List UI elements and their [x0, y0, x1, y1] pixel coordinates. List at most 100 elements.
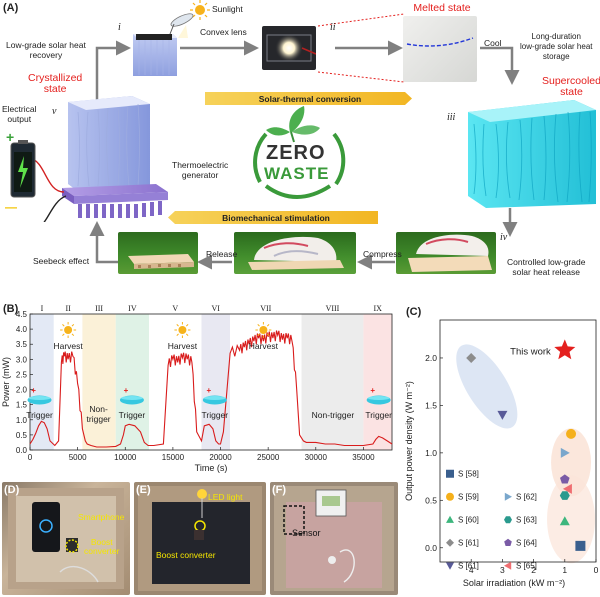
- minus-sign: —: [5, 200, 17, 214]
- panel-e-photo: [134, 482, 266, 595]
- trigger-pill-icon-plus: +: [124, 386, 129, 395]
- crystallized-state-label: Crystallized state: [28, 72, 83, 95]
- x-tick-label: 30000: [305, 453, 328, 462]
- legend-label-6: S [63]: [516, 516, 537, 525]
- data-point-0-star: [554, 339, 576, 360]
- battery-icon: [10, 140, 36, 198]
- sun-icon-ray: [176, 333, 179, 337]
- controlled-release-photo: [396, 232, 496, 274]
- x-tick-label: 0: [28, 453, 33, 462]
- sun-icon-ray: [62, 333, 65, 337]
- panel-e-label: (E): [136, 484, 151, 496]
- harvest-ii-label: Harvest: [53, 341, 83, 351]
- stage-band-V: [149, 314, 202, 450]
- trigger-pill-icon-plus: +: [31, 386, 36, 395]
- e-boost-label: Boost converter: [156, 550, 216, 560]
- wood-plate: [128, 254, 194, 269]
- y-tick-label: 1.0: [16, 416, 28, 425]
- trigger-i-label: Trigger: [26, 410, 53, 420]
- seebeck-label: Seebeck effect: [33, 256, 90, 266]
- roman-v: v: [52, 106, 57, 117]
- supercooled-state-label: Supercooled state: [542, 75, 600, 98]
- controlled-release-label: Controlled low-grade solar heat release: [507, 257, 586, 277]
- x-tick-label: 1: [562, 565, 567, 575]
- sun-icon-ray: [71, 333, 75, 337]
- melted-state-label: Melted state: [413, 2, 471, 14]
- panel-f-scene: [274, 486, 394, 591]
- y-tick-label: 2.5: [16, 370, 28, 379]
- y-tick-label: 2.0: [425, 353, 437, 363]
- melt-line: [406, 37, 474, 47]
- legend-label-7: S [64]: [516, 539, 537, 548]
- data-point-1-diamond: [466, 353, 477, 363]
- stage-band-III: [82, 314, 116, 450]
- legend-label-3: S [61]: [458, 539, 479, 548]
- data-point-5-pentagon: [560, 474, 570, 484]
- y-tick-label: 1.5: [425, 400, 437, 410]
- panel-f-label: (F): [272, 484, 287, 496]
- y-tick-label: 1.5: [16, 401, 28, 410]
- legend-label-0: S [58]: [458, 470, 479, 479]
- data-point-6-triangle-left: [562, 483, 572, 494]
- stage-label-IX: IX: [373, 304, 382, 313]
- non-trigger-iii-label-2: trigger: [87, 414, 111, 424]
- stage-label-VII: VII: [260, 304, 271, 313]
- long-duration-label: Long-duration low-grade solar heat stora…: [520, 32, 593, 61]
- stage-band-I: [30, 314, 54, 450]
- legend-marker-3: [446, 538, 454, 547]
- data-point-2-triangle-down: [497, 410, 508, 420]
- plot-frame: [439, 319, 597, 563]
- panel-e-scene: [138, 486, 262, 591]
- panel-d-photo: [2, 482, 130, 595]
- stage-label-II: II: [65, 304, 71, 313]
- trigger-pill-icon-shine: [120, 396, 143, 400]
- compress-photo: [234, 232, 356, 274]
- sunlight-label: Sunlight: [212, 4, 243, 14]
- trigger-vi-label: Trigger: [202, 410, 229, 420]
- plus-sign: +: [6, 129, 15, 145]
- data-point-4-triangle-right: [560, 447, 570, 458]
- electrical-output-label: Electrical output: [2, 104, 37, 124]
- sun-icon: [64, 326, 73, 334]
- x-tick-label: 25000: [257, 453, 280, 462]
- y-axis-label: Output power density (W m⁻²): [404, 381, 414, 501]
- lens-glow-icon: [266, 34, 316, 62]
- stage-label-V: V: [172, 304, 178, 313]
- smartphone-label: Smartphone: [78, 512, 125, 522]
- stage-band-IV: [115, 314, 150, 450]
- panel-f-photo: [270, 482, 398, 595]
- trigger-pill-icon-shine: [367, 396, 390, 400]
- stage-label-IV: IV: [128, 304, 137, 313]
- panel-b-label: (B): [3, 303, 19, 315]
- zero-word: ZERO: [266, 142, 326, 164]
- roman-i: i: [118, 22, 121, 33]
- x-tick-label: 3: [500, 565, 505, 575]
- y-tick-label: 0.0: [16, 446, 28, 455]
- this-work-label: This work: [510, 346, 551, 357]
- x-tick-label: 2: [531, 565, 536, 575]
- shoe-on-plate-2: [408, 234, 492, 272]
- sensor-label: Sensor: [292, 528, 321, 538]
- stage-label-VIII: VIII: [326, 304, 340, 313]
- legend-marker-0: [446, 469, 454, 478]
- thermoelectric-label: Thermoelectric generator: [172, 160, 229, 180]
- zero-waste-logo: [253, 106, 346, 199]
- sun-icon-ray: [257, 333, 260, 337]
- harvest-vii-label: Harvest: [249, 341, 279, 351]
- crystal-cube-small: [133, 34, 177, 76]
- low-grade-recovery-label: Low-grade solar heat recovery: [6, 40, 86, 60]
- x-tick-label: 0: [594, 565, 599, 575]
- roman-iii: iii: [447, 112, 456, 123]
- waste-word: WASTE: [264, 164, 330, 183]
- melted-photo: [403, 16, 477, 82]
- non-trigger-viii-label: Non-trigger: [312, 410, 355, 420]
- group-ellipse-high-irradiation: [456, 344, 518, 429]
- y-tick-label: 0.5: [425, 495, 437, 505]
- panel-d-label: (D): [4, 484, 20, 496]
- stage-band-VII: [230, 314, 302, 450]
- trigger-ix-label: Trigger: [365, 410, 392, 420]
- x-tick-label: 15000: [162, 453, 185, 462]
- legend-marker-5: [504, 492, 512, 501]
- harvest-v-label: Harvest: [168, 341, 198, 351]
